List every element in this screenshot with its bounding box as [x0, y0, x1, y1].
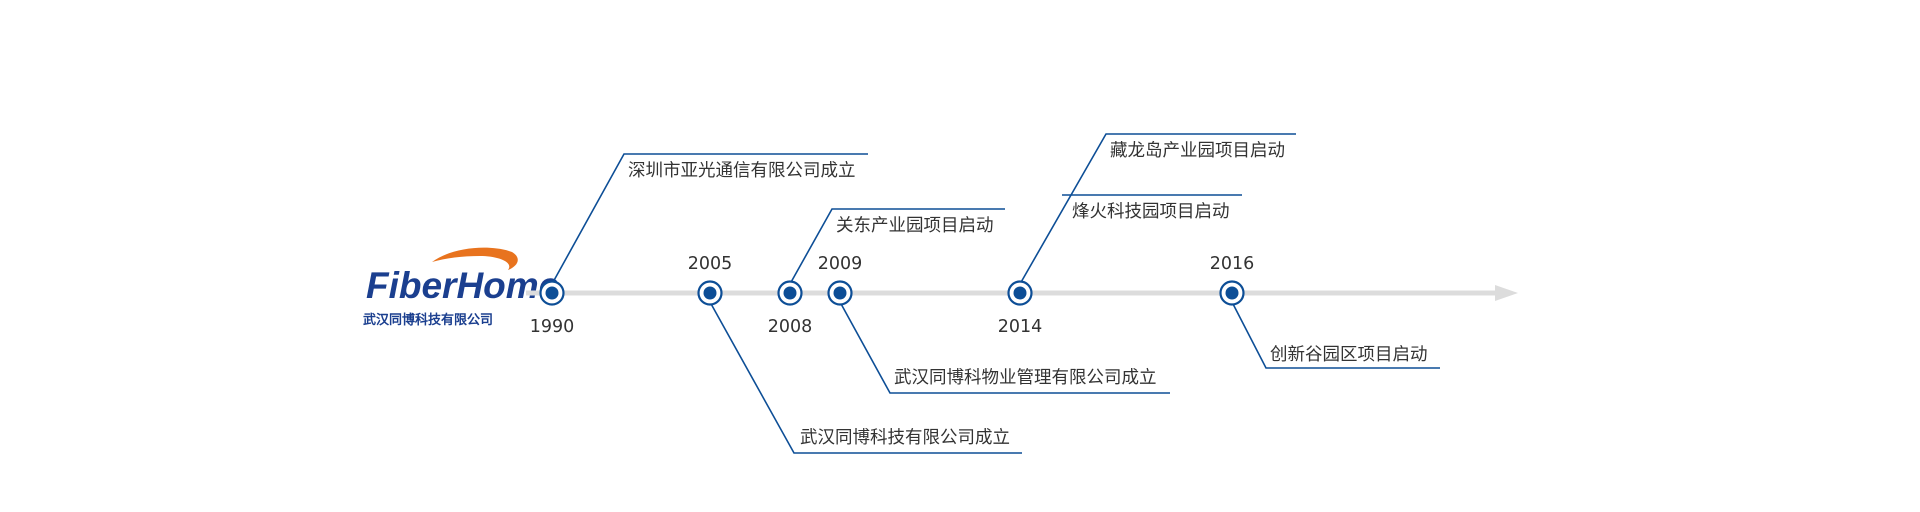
logo-brand-text: FiberHome [366, 265, 559, 306]
year-labels: 1990 2005 2008 2009 2014 2016 [530, 254, 1255, 337]
event-label-7: 创新谷园区项目启动 [1270, 345, 1428, 365]
year-label-2009: 2009 [818, 254, 863, 274]
callout-line-event-3 [789, 208, 1005, 285]
event-label-6: 烽火科技园项目启动 [1072, 202, 1230, 222]
node-2008 [777, 280, 803, 306]
callout-line-event-5 [1019, 133, 1296, 285]
year-label-1990: 1990 [530, 317, 575, 337]
callout-line-event-2 [709, 301, 1022, 454]
logo-company-name: 武汉同博科技有限公司 [363, 312, 493, 328]
callout-line-event-4 [839, 301, 1170, 394]
event-labels: 深圳市亚光通信有限公司成立 武汉同博科技有限公司成立 关东产业园项目启动 武汉同… [628, 141, 1428, 448]
event-label-3: 关东产业园项目启动 [836, 216, 994, 236]
callout-line-event-1 [551, 153, 868, 285]
year-label-2008: 2008 [768, 317, 813, 337]
event-label-5: 藏龙岛产业园项目启动 [1110, 141, 1285, 161]
year-label-2005: 2005 [688, 254, 733, 274]
timeline-nodes [539, 280, 1245, 306]
callout-line-event-7 [1231, 301, 1440, 369]
year-label-2016: 2016 [1210, 254, 1255, 274]
logo-swoosh [432, 247, 518, 270]
node-2014 [1007, 280, 1033, 306]
event-label-2: 武汉同博科技有限公司成立 [800, 428, 1010, 448]
axis-arrowhead [1495, 285, 1518, 301]
node-2005 [697, 280, 723, 306]
event-label-4: 武汉同博科物业管理有限公司成立 [894, 368, 1157, 388]
event-label-1: 深圳市亚光通信有限公司成立 [628, 161, 856, 181]
node-1990 [539, 280, 565, 306]
fiberhome-logo: FiberHome 武汉同博科技有限公司 [363, 247, 559, 328]
node-2009 [827, 280, 853, 306]
node-2016 [1219, 280, 1245, 306]
year-label-2014: 2014 [998, 317, 1043, 337]
callouts [551, 133, 1440, 454]
